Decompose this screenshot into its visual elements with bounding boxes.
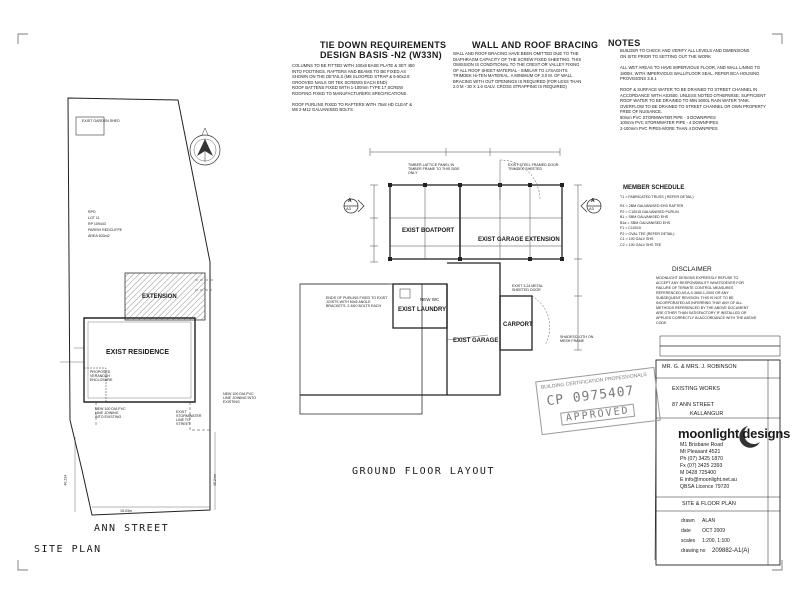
drawn-value: ALAN [702,518,716,524]
scales-value: 1:200, 1:100 [702,538,730,544]
scales-label: scales [681,538,696,544]
garage-extension-room [459,184,563,260]
section-mark-a-left: A [348,198,352,204]
drawn-label: drawn [681,518,695,524]
carport-room [499,295,533,351]
site-plan [60,97,216,516]
residence-outline [83,317,196,403]
site-boundary [67,97,211,516]
label-proposed-verandah: PROPOSED VERANDAH ENCLOSURE [90,370,113,383]
address-line-2: KALLANGUR [690,411,724,417]
title-block-frame [654,335,781,566]
label-exist-stormwater: EXIST STORMWATER LINE TO STREET [176,410,202,427]
stamp-line-3: APPROVED [560,403,636,426]
project-name: EXISTING WORKS [672,386,720,392]
date-label: date [681,528,691,534]
label-dim-left: 40.234 [63,474,68,486]
garage-room [300,262,501,396]
client-name: MR. G. & MRS. J. ROBINSON [662,364,737,370]
label-dim-bottom: 15.03m [120,509,132,513]
member-schedule-title: MEMBER SCHEDULE [623,185,685,191]
label-rpd: RPD [88,210,96,214]
label-new-pvc-line: NEW 100 DIA PVC LINE JOINING INTO EXISTI… [95,407,126,420]
note-shadecloth: SHADESCLOTH ON MESH FRAME [560,335,594,344]
label-parish: PARISH REDCLIFFE [88,228,123,232]
section-mark-a3-left: A3 [346,206,351,211]
label-carport: CARPORT [503,322,533,328]
extension-hatch [124,272,206,321]
label-garden-shed: EXIST GARDEN SHED [82,119,120,123]
street-title: ANN STREET [94,523,170,534]
drawing-no-value: 209882-A1(A) [712,548,750,554]
north-arrow-icon [189,127,221,166]
section-mark-a-right: A [591,198,595,204]
laundry-room [392,283,448,329]
disclaimer-title: DISCLAIMER [672,266,712,273]
label-exist-garage: EXIST GARAGE [453,338,499,344]
label-area: AREA 603m2 [88,234,110,238]
sheet-title: SITE & FLOOR PLAN [682,501,736,507]
site-plan-title: SITE PLAN [34,544,102,555]
ground-floor-plan [299,148,602,415]
moonlight-logo-icon [739,426,760,448]
date-value: OCT 2009 [702,528,725,534]
label-exist-boatport: EXIST BOATPORT [402,228,455,234]
company-name: moonlight designs [678,426,791,441]
ground-floor-title: GROUND FLOOR LAYOUT [352,466,495,477]
note-purlins: ENDS OF PURLINS FIXED TO EXIST JOISTS WI… [326,296,388,309]
label-new-pvc-line-2: NEW 100 DIA PVC LINE JOINING INTO EXISTI… [223,392,257,405]
bracing-title: WALL AND ROOF BRACING [472,40,599,50]
notes-title: NOTES [608,38,641,48]
label-exist-laundry: EXIST LAUNDRY [398,307,447,313]
design-basis-title: DESIGN BASIS -N2 (W33N) [320,50,442,60]
label-new-wc: NEW WC [420,297,440,302]
label-dim-right: 40.24m [212,474,217,487]
label-lot: LOT 11 [88,216,100,220]
label-extension: EXTENSION [142,294,177,300]
drawing-no-label: drawing no [681,548,706,554]
tiedown-title: TIE DOWN REQUIREMENTS [320,40,447,50]
label-exist-garage-extension: EXIST GARAGE EXTENSION [478,237,560,243]
section-mark-a3-right: A3 [589,206,594,211]
label-exist-residence: EXIST RESIDENCE [106,349,170,356]
address-line-1: 87 ANN STREET [672,402,715,408]
note-metal-door: EXIST 3.24 METAL SHEETED DOOR [512,284,543,293]
garden-shed [75,116,105,136]
corner-marks [17,33,783,571]
label-rp: RP 109443 [88,222,106,226]
note-exist-steel-door: EXIST STEEL FRAMED DOOR TRIMDEK SHEETED [508,163,559,172]
note-timber-lattice: TIMBER LATTICE PANEL IN TIMBER FRAME TO … [408,163,460,176]
